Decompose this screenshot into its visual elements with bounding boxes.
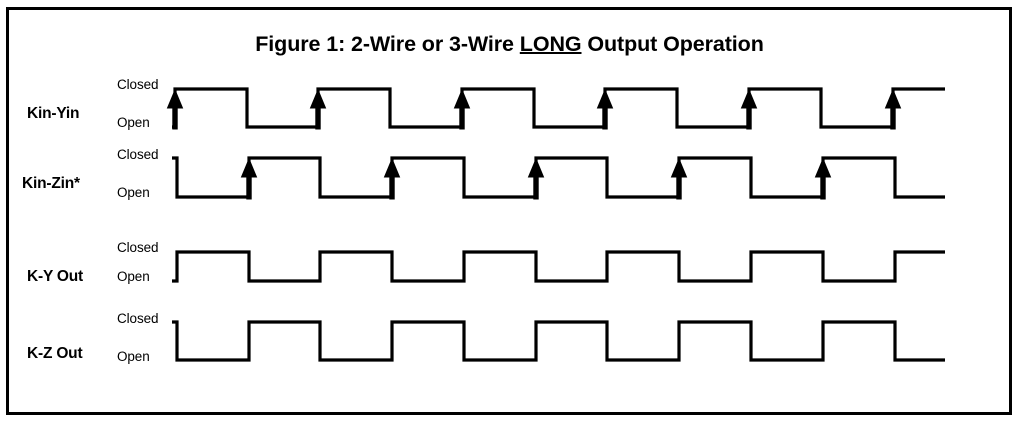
level-label-open-2: Open	[117, 185, 150, 200]
level-label-closed-4: Closed	[117, 311, 159, 326]
figure-title-prefix: Figure 1: 2-Wire or 3-Wire	[255, 32, 520, 56]
figure-title-emphasis: LONG	[519, 32, 582, 56]
level-label-closed-1: Closed	[117, 77, 159, 92]
signal-name-4: K-Z Out	[27, 345, 83, 362]
level-label-open-4: Open	[117, 349, 150, 364]
level-label-closed-2: Closed	[117, 147, 159, 162]
level-label-open-3: Open	[117, 269, 150, 284]
signal-name-2: Kin-Zin*	[22, 175, 80, 192]
figure-title-suffix: Output Operation	[581, 32, 764, 56]
figure-title: Figure 1: 2-Wire or 3-Wire LONG Output O…	[0, 32, 1019, 57]
figure-border	[6, 7, 1012, 415]
signal-name-3: K-Y Out	[27, 268, 84, 285]
signal-name-1: Kin-Yin	[27, 105, 80, 122]
level-label-open-1: Open	[117, 115, 150, 130]
level-label-closed-3: Closed	[117, 240, 159, 255]
